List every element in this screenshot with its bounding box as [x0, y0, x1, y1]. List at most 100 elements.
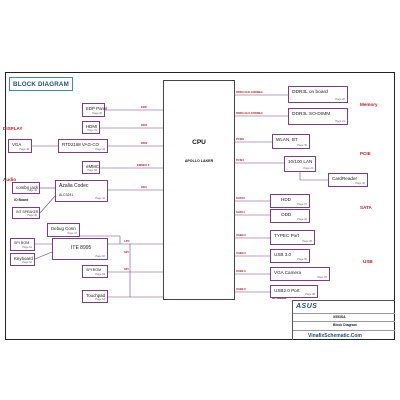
block-label: DDR3L SO-DIMM [292, 112, 331, 117]
block-label: TYPEC Port [274, 233, 300, 238]
bus-ddi1: DDI1 [141, 123, 148, 127]
title-block-divider [293, 321, 395, 322]
bus-usb1: USB3.0 [236, 251, 246, 255]
block-page: Page 33 [297, 203, 307, 206]
block-label: combo jack [16, 185, 39, 190]
block-page: Page 63 [95, 273, 105, 276]
block-label: Azalia Codec [59, 183, 89, 189]
block-vga: VGA Page 42 [8, 139, 32, 153]
watermark: VinafixSchematic.Com [308, 333, 362, 339]
block-cardreader: CardReader Page 32 [328, 173, 368, 187]
block-label: EDP Panel [86, 106, 108, 111]
block-page: Page 30 [297, 144, 307, 147]
block-emmc: eMMC Page 50 [82, 161, 100, 174]
block-page: Page 45 [27, 189, 37, 192]
block-int-speaker: INT SPEAKER Page 46 [12, 207, 40, 219]
block-keyboard: Keyboard Page 62 [10, 253, 35, 266]
bus-hda: HDA [141, 185, 148, 189]
block-label: 10/100 LAN [288, 159, 313, 164]
block-wlan-bt: WLAN, BT Page 30 [272, 134, 310, 149]
block-page: Page 43 [95, 148, 105, 151]
bus-usb3: USB2.0 [236, 287, 246, 291]
block-edp-panel: EDP Panel Page 40 [82, 103, 108, 117]
bus-usb0: USB3.0 [236, 233, 246, 237]
bus-sata1: SATA1 [236, 210, 245, 214]
bus-ddr-b: DDR3 CH1 1600MHz [236, 111, 263, 115]
io-board-label-right: IO Board [272, 296, 287, 300]
category-memory: Memory [360, 102, 378, 107]
block-page: Page 62 [22, 261, 32, 264]
block-label: Debug Conn [51, 226, 76, 231]
block-azalia-codec: Azalia Codec ALC3241 Page 44 [55, 180, 108, 202]
cpu-block: CPU APOLLO LAKER [163, 80, 235, 300]
bus-emmc: EMMC5.0 [137, 163, 150, 167]
bus-pcie1: PCIE1 [236, 158, 245, 162]
block-label: ODD [281, 212, 292, 217]
block-label: RTD2168 VAG-CO [62, 142, 99, 147]
block-ddr-onboard: DDR3L on board Page 20 [288, 86, 348, 103]
block-label: eMMC [86, 164, 99, 169]
block-page: Page 36 [297, 258, 307, 261]
block-sublabel: ALC3241 [59, 193, 74, 197]
block-page: Page 34 [297, 218, 307, 221]
block-combo-jack: combo jack Page 45 [12, 182, 40, 194]
diagram-title: BLOCK DIAGRAM [13, 80, 69, 88]
block-debug-conn: Debug Conn Page 47 [47, 223, 80, 237]
block-odd: ODD Page 34 [270, 209, 310, 223]
block-label: DDR3L on board [292, 90, 328, 95]
block-spi-rom-kbc: SPI ROM Page 63 [82, 265, 108, 278]
block-page: Page 46 [27, 214, 37, 217]
block-label: SPI ROM [86, 268, 102, 272]
block-label: ITE 8995 [71, 245, 92, 251]
cpu-subtitle: APOLLO LAKER [184, 159, 214, 163]
title-block-sheet-title: Block Diagram [333, 323, 357, 327]
block-label: VGA [12, 142, 22, 147]
block-label: CardReader [332, 176, 358, 181]
block-hdd: HDD Page 33 [270, 194, 310, 208]
block-lan: 10/100 LAN Page 31 [284, 156, 316, 172]
block-hdmi: HDMI Page 41 [82, 121, 100, 134]
block-rtd2168: RTD2168 VAG-CO Page 43 [58, 139, 108, 153]
category-audio: Audio [3, 177, 17, 182]
title-block-divider [293, 313, 395, 314]
category-display: DISPLAY [3, 126, 23, 131]
block-ite-8995: ITE 8995 Page 60 [52, 238, 108, 260]
block-label: HDD [281, 197, 291, 202]
block-label: SPI ROM [14, 241, 30, 245]
block-label: VGA Camera [274, 270, 302, 275]
block-page: Page 61 [22, 246, 32, 249]
bus-sata0: SATA0 [236, 196, 245, 200]
block-page: Page 20 [335, 98, 345, 101]
block-ddr-sodimm: DDR3L SO-DIMM Page 21 [288, 108, 348, 125]
block-label: HDMI [86, 124, 98, 129]
block-page: Page 32 [355, 182, 365, 185]
block-page: Page 47 [67, 232, 77, 235]
block-page: Page 31 [303, 167, 313, 170]
bus-spi-2: SPI [124, 267, 129, 271]
bus-lpc: LPC [124, 239, 130, 243]
block-page: Page 38 [305, 293, 315, 296]
block-label: WLAN, BT [276, 137, 298, 142]
asus-logo: ASUS [296, 303, 318, 310]
block-usb20-port: USB2.0 Port Page 38 [270, 285, 318, 298]
bus-ddi2: DDI2 [141, 141, 148, 145]
block-page: Page 40 [92, 112, 102, 115]
block-label: Touchpad [86, 293, 106, 298]
title-block-project: X553SA [333, 315, 346, 319]
category-sata: SATA [360, 205, 372, 210]
cpu-title: CPU [192, 139, 206, 146]
io-board-label-left: IO Board [14, 198, 29, 202]
block-spi-rom-left: SPI ROM Page 61 [10, 238, 35, 251]
block-label: USB 3.0 [274, 252, 292, 257]
bus-edp: EDP [141, 105, 147, 109]
diagram-frame [5, 72, 395, 340]
block-page: Page 42 [19, 148, 29, 151]
block-page: Page 21 [335, 120, 345, 123]
block-page: Page 50 [87, 169, 97, 172]
block-label: INT SPEAKER [16, 210, 39, 214]
category-pcie: PCIE [360, 151, 371, 156]
bus-usb2: USB2.0 [236, 269, 246, 273]
block-usb30: USB 3.0 Page 36 [270, 249, 310, 263]
